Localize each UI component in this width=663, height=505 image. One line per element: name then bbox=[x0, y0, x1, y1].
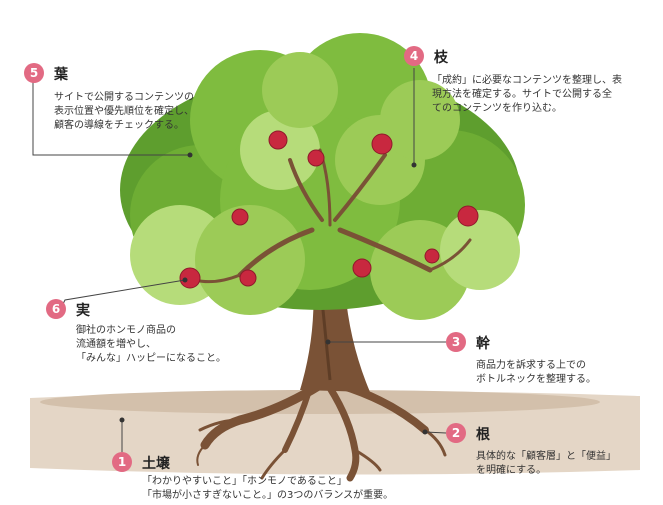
fruit-title: 実 bbox=[76, 303, 90, 319]
fruit-description: 御社のホンモノ商品の 流通額を増やし、 「みんな」ハッピーになること。 bbox=[76, 325, 226, 364]
badge-2: 2 bbox=[446, 423, 466, 443]
badge-5: 5 bbox=[24, 63, 44, 83]
soil-ground bbox=[30, 390, 640, 475]
badge-4: 4 bbox=[404, 46, 424, 66]
root-description: 具体的な「顧客層」と「便益」 を明確にする。 bbox=[476, 451, 616, 476]
soil-description: 「わかりやすいこと」「ホンモノであること」 「市場が小さすぎないこと。」の3つの… bbox=[142, 476, 394, 501]
trunk-title: 幹 bbox=[476, 336, 490, 352]
trunk-description: 商品力を訴求する上での ボトルネックを整理する。 bbox=[476, 360, 596, 385]
root-title: 根 bbox=[476, 427, 490, 443]
branch-title: 枝 bbox=[434, 50, 448, 66]
badge-3: 3 bbox=[446, 332, 466, 352]
leaf-description: サイトで公開するコンテンツの 表示位置や優先順位を確定し、 顧客の導線をチェック… bbox=[54, 92, 194, 131]
badge-1: 1 bbox=[112, 452, 132, 472]
badge-6: 6 bbox=[46, 299, 66, 319]
tree-fruits bbox=[179, 130, 479, 289]
leaf-title: 葉 bbox=[54, 67, 68, 83]
leader-lines bbox=[32, 68, 447, 452]
branch-description: 「成約」に必要なコンテンツを整理し、表 現方法を確定する。サイトで公開する全 て… bbox=[432, 75, 622, 114]
soil-title: 土壌 bbox=[142, 456, 170, 472]
